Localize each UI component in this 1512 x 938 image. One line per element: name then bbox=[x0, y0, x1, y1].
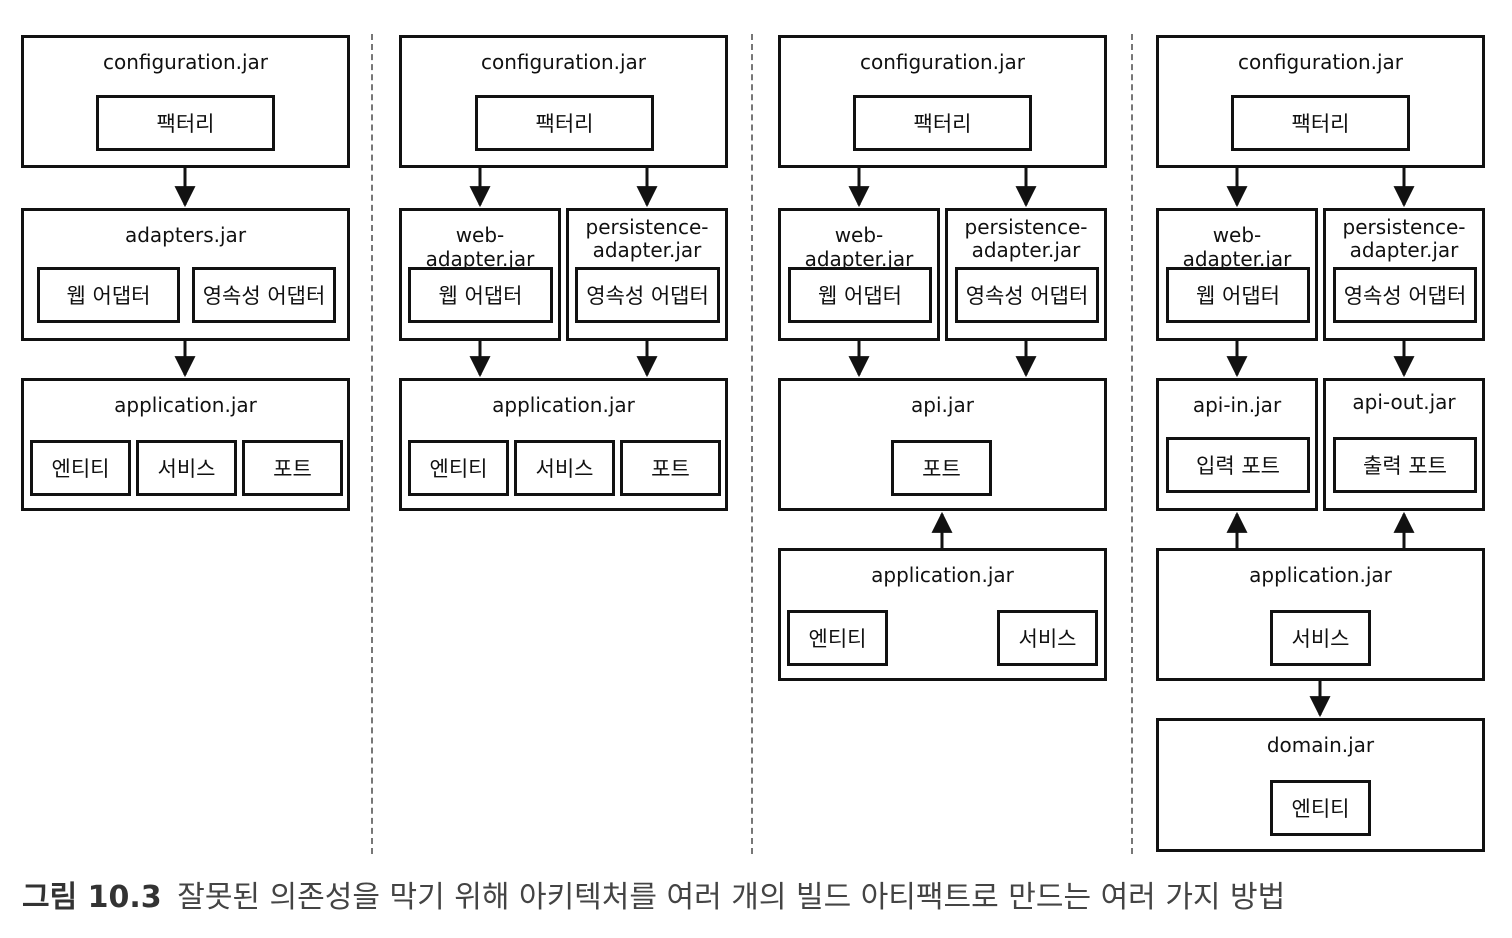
d4-api-in-jar: api-in.jar 입력 포트 bbox=[1156, 378, 1318, 511]
d4-persistence-adapter-jar: persistence- adapter.jar 영속성 어댑터 bbox=[1323, 208, 1485, 341]
d2-persistence-title-2: adapter.jar bbox=[592, 238, 702, 262]
d4-api-out-jar: api-out.jar 출력 포트 bbox=[1323, 378, 1485, 511]
d3-configuration-title: configuration.jar bbox=[859, 50, 1026, 74]
d1-persistence-adapter: 영속성 어댑터 bbox=[192, 267, 336, 323]
d4-domain-title: domain.jar bbox=[1266, 733, 1375, 757]
d3-persistence-adapter: 영속성 어댑터 bbox=[955, 267, 1099, 323]
d3-persistence-title-2: adapter.jar bbox=[971, 238, 1081, 262]
d1-entity: 엔티티 bbox=[30, 440, 131, 496]
d2-application-title: application.jar bbox=[492, 393, 635, 417]
d1-web-adapter: 웹 어댑터 bbox=[37, 267, 180, 323]
d3-web-adapter-jar: web-adapter.jar 웹 어댑터 bbox=[778, 208, 940, 341]
d3-web-adapter: 웹 어댑터 bbox=[788, 267, 932, 323]
d4-web-adapter-jar: web-adapter.jar 웹 어댑터 bbox=[1156, 208, 1318, 341]
d1-factory: 팩터리 bbox=[96, 95, 275, 151]
d4-persistence-title-1: persistence- bbox=[1342, 215, 1466, 239]
d3-api-title: api.jar bbox=[911, 393, 974, 417]
d2-application-jar: application.jar 엔티티 서비스 포트 bbox=[399, 378, 728, 511]
d3-factory: 팩터리 bbox=[853, 95, 1032, 151]
d1-service: 서비스 bbox=[136, 440, 237, 496]
d3-application-title: application.jar bbox=[871, 563, 1014, 587]
d4-entity: 엔티티 bbox=[1270, 780, 1371, 836]
d4-factory: 팩터리 bbox=[1231, 95, 1410, 151]
d2-web-adapter: 웹 어댑터 bbox=[408, 267, 553, 323]
d4-service: 서비스 bbox=[1270, 610, 1371, 666]
figure-label: 그림 10.3 bbox=[22, 880, 162, 915]
figure-caption-text: 잘못된 의존성을 막기 위해 아키텍처를 여러 개의 빌드 아티팩트로 만드는 … bbox=[177, 880, 1286, 915]
d1-configuration-jar: configuration.jar 팩터리 bbox=[21, 35, 350, 168]
d4-api-in-title: api-in.jar bbox=[1192, 393, 1282, 417]
figure-caption: 그림 10.3 잘못된 의존성을 막기 위해 아키텍처를 여러 개의 빌드 아티… bbox=[22, 878, 1285, 918]
d3-port: 포트 bbox=[891, 440, 992, 496]
d4-input-port: 입력 포트 bbox=[1166, 437, 1310, 493]
d4-configuration-title: configuration.jar bbox=[1237, 50, 1404, 74]
d2-configuration-jar: configuration.jar 팩터리 bbox=[399, 35, 728, 168]
d2-factory: 팩터리 bbox=[475, 95, 654, 151]
d3-api-jar: api.jar 포트 bbox=[778, 378, 1107, 511]
column-divider-3 bbox=[1131, 34, 1133, 854]
d1-adapters-title: adapters.jar bbox=[124, 223, 247, 247]
d4-domain-jar: domain.jar 엔티티 bbox=[1156, 718, 1485, 852]
d4-application-jar: application.jar 서비스 bbox=[1156, 548, 1485, 681]
d3-persistence-title-1: persistence- bbox=[964, 215, 1088, 239]
d3-application-jar: application.jar 엔티티 서비스 bbox=[778, 548, 1107, 681]
d2-entity: 엔티티 bbox=[408, 440, 509, 496]
d2-persistence-title-1: persistence- bbox=[585, 215, 709, 239]
d4-configuration-jar: configuration.jar 팩터리 bbox=[1156, 35, 1485, 168]
d2-web-adapter-jar: web-adapter.jar 웹 어댑터 bbox=[399, 208, 561, 341]
d2-persistence-adapter: 영속성 어댑터 bbox=[575, 267, 720, 323]
d1-application-title: application.jar bbox=[114, 393, 257, 417]
d3-persistence-adapter-jar: persistence- adapter.jar 영속성 어댑터 bbox=[945, 208, 1107, 341]
d3-entity: 엔티티 bbox=[787, 610, 888, 666]
d1-adapters-jar: adapters.jar 웹 어댑터 영속성 어댑터 bbox=[21, 208, 350, 341]
d1-port: 포트 bbox=[242, 440, 343, 496]
d3-configuration-jar: configuration.jar 팩터리 bbox=[778, 35, 1107, 168]
d4-persistence-adapter: 영속성 어댑터 bbox=[1333, 267, 1477, 323]
d3-service: 서비스 bbox=[997, 610, 1098, 666]
d4-web-adapter: 웹 어댑터 bbox=[1166, 267, 1310, 323]
d4-persistence-title-2: adapter.jar bbox=[1349, 238, 1459, 262]
d1-configuration-title: configuration.jar bbox=[102, 50, 269, 74]
column-divider-1 bbox=[371, 34, 373, 854]
d4-api-out-title: api-out.jar bbox=[1352, 390, 1456, 414]
d4-application-title: application.jar bbox=[1249, 563, 1392, 587]
d2-persistence-adapter-jar: persistence- adapter.jar 영속성 어댑터 bbox=[566, 208, 728, 341]
d1-application-jar: application.jar 엔티티 서비스 포트 bbox=[21, 378, 350, 511]
d2-configuration-title: configuration.jar bbox=[480, 50, 647, 74]
d2-service: 서비스 bbox=[514, 440, 615, 496]
d4-output-port: 출력 포트 bbox=[1333, 437, 1477, 493]
d2-port: 포트 bbox=[620, 440, 721, 496]
column-divider-2 bbox=[751, 34, 753, 854]
